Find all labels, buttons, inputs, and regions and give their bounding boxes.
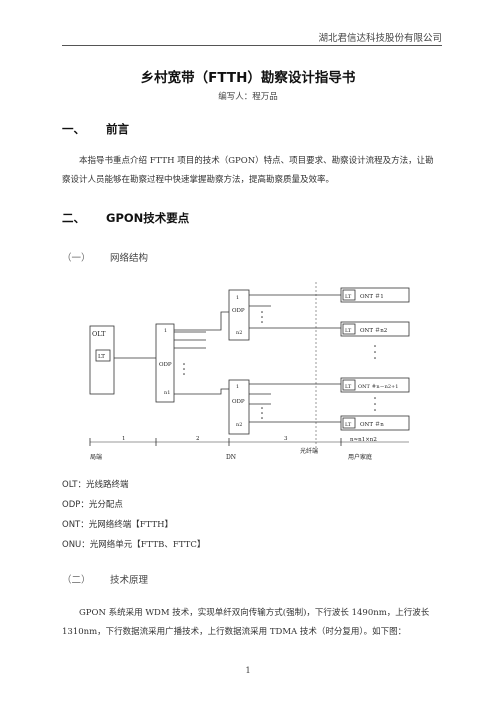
section-title: GPON技术要点 — [106, 211, 190, 225]
ont-lt-label: LT — [345, 422, 352, 428]
subsection-title: 技术原理 — [110, 575, 149, 586]
odp2-lower-input-label: 1 — [236, 384, 239, 390]
ellipsis-dots — [183, 311, 376, 419]
section-heading-gpon: 二、 GPON技术要点 — [62, 210, 189, 226]
section-number: 一、 — [62, 122, 85, 136]
definition-abbr: OLT — [62, 480, 78, 490]
olt-lt-box — [95, 349, 111, 362]
header-rule — [62, 45, 442, 46]
segment-3-label: 3 — [284, 436, 288, 442]
odp2-upper-input-label: 1 — [236, 295, 239, 301]
section-number: 二、 — [62, 211, 85, 225]
ont-box-2 — [340, 321, 410, 337]
odp2-lower-label: ODP — [232, 399, 245, 405]
olt-box — [89, 325, 115, 395]
header-company: 湖北君信达科技股份有限公司 — [318, 33, 442, 44]
definition-text: ：光网络单元【FTTB、FTTC】 — [81, 540, 206, 550]
subsection-heading-principle: （二） 技术原理 — [62, 572, 148, 586]
odp1-to-odp2-upper — [174, 311, 229, 331]
definition-abbr: ONU — [62, 540, 82, 550]
ont-lt-box — [342, 289, 356, 301]
ont-lt-box — [342, 323, 356, 335]
ont-box-3 — [340, 377, 410, 393]
odp1-to-odp2-lower — [174, 388, 229, 395]
olt-lt-label: LT — [98, 354, 105, 360]
doc-title: 乡村宽带（FTTH）勘察设计指导书 — [140, 70, 356, 86]
odp-level2-lower-box — [228, 379, 250, 435]
subsection-number: （二） — [62, 575, 91, 586]
odp1-input-label: 1 — [164, 328, 167, 334]
definition-abbr: ONT — [62, 520, 81, 530]
odp-level1-box — [155, 323, 175, 403]
ont-lt-box — [342, 379, 356, 391]
segment-1-label: 1 — [122, 436, 126, 442]
user-home-label: 用户家庭 — [348, 453, 372, 461]
definition-text: ：光分配点 — [80, 500, 123, 510]
odp2-upper-label: ODP — [232, 308, 245, 314]
definition-olt: OLT：光线路终端 — [62, 478, 128, 490]
odp2-lower-n2-label: n2 — [236, 422, 242, 428]
odp1-n1-label: n1 — [164, 390, 170, 396]
dn-label: DN — [226, 454, 236, 461]
ont-lt-label: LT — [345, 294, 352, 300]
ont-4-label: ONT ＃n — [360, 421, 384, 428]
definition-onu: ONU：光网络单元【FTTB、FTTC】 — [62, 538, 205, 550]
preface-paragraph: 本指导书重点介绍 FTTH 项目的技术（GPON）特点、项目要求、勘察设计流程及… — [62, 156, 434, 185]
odp-level2-upper-box — [228, 289, 250, 341]
principle-paragraph: GPON 系统采用 WDM 技术，实现单纤双向传输方式(强制)，下行波长 149… — [62, 608, 430, 637]
page-number: 1 — [245, 666, 251, 675]
olt-label: OLT — [92, 330, 106, 338]
definition-odp: ODP：光分配点 — [62, 498, 123, 510]
definition-ont: ONT：光网络终端【FTTH】 — [62, 518, 173, 530]
subsection-heading-network: （一） 网络结构 — [62, 250, 148, 264]
ont-lt-label: LT — [345, 328, 352, 334]
segment-2-label: 2 — [196, 436, 200, 442]
section-title: 前言 — [106, 122, 129, 136]
odp1-label: ODP — [159, 362, 172, 368]
network-structure-diagram: OLT LT ODP 1 n1 1 ODP n2 1 ODP n2 LT ONT… — [89, 282, 410, 461]
odp2-upper-n2-label: n2 — [236, 330, 242, 336]
fiber-end-label: 光纤端 — [300, 447, 318, 455]
ont-3-label: ONT ＃n－n2+1 — [358, 384, 398, 390]
section-heading-preface: 一、 前言 — [62, 121, 129, 137]
ont-formula-label: n≈n1×n2 — [350, 437, 377, 443]
doc-author: 编写人：程万品 — [218, 92, 278, 102]
ont-lt-label: LT — [345, 384, 352, 390]
definition-abbr: ODP — [62, 500, 81, 510]
definition-text: ：光网络终端【FTTH】 — [80, 520, 174, 530]
ont-2-label: ONT ＃n2 — [360, 327, 387, 334]
ont-1-label: ONT ＃1 — [360, 293, 384, 300]
ont-box-4 — [340, 415, 410, 431]
office-end-label: 局端 — [90, 453, 102, 461]
definition-text: ：光线路终端 — [77, 480, 129, 490]
ont-box-1 — [340, 287, 410, 303]
subsection-title: 网络结构 — [110, 253, 149, 264]
ont-lt-box — [342, 417, 356, 429]
subsection-number: （一） — [62, 253, 91, 264]
